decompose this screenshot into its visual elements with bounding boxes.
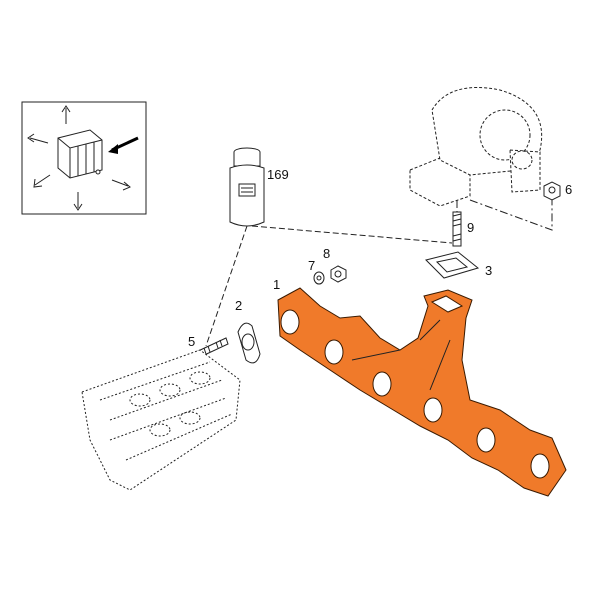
part-6-nut bbox=[543, 181, 561, 201]
callout-169: 169 bbox=[267, 167, 289, 182]
part-8-nut bbox=[330, 265, 347, 283]
part-3-gasket bbox=[425, 251, 480, 279]
part-169-sealant-tube bbox=[229, 147, 265, 227]
part-9-stud bbox=[452, 211, 462, 247]
callout-7: 7 bbox=[308, 258, 316, 273]
turbocharger bbox=[409, 87, 543, 207]
leader-169-to-9 bbox=[251, 225, 453, 244]
callout-5: 5 bbox=[188, 334, 196, 349]
part-2-gasket bbox=[237, 322, 261, 364]
direction-arrows-icon bbox=[27, 105, 139, 211]
exhaust-manifold bbox=[277, 287, 567, 497]
callout-8: 8 bbox=[323, 246, 331, 261]
cylinder-head bbox=[81, 349, 241, 491]
callout-9: 9 bbox=[467, 220, 475, 235]
callout-2: 2 bbox=[235, 298, 243, 313]
location-inset bbox=[21, 101, 147, 215]
part-7-washer bbox=[313, 271, 325, 285]
leader-turbo-to-6 bbox=[469, 199, 553, 231]
callout-6: 6 bbox=[565, 182, 573, 197]
callout-1: 1 bbox=[273, 277, 281, 292]
leader-169-to-5 bbox=[205, 225, 248, 347]
engine-block-icon bbox=[57, 129, 103, 179]
callout-3: 3 bbox=[485, 263, 493, 278]
